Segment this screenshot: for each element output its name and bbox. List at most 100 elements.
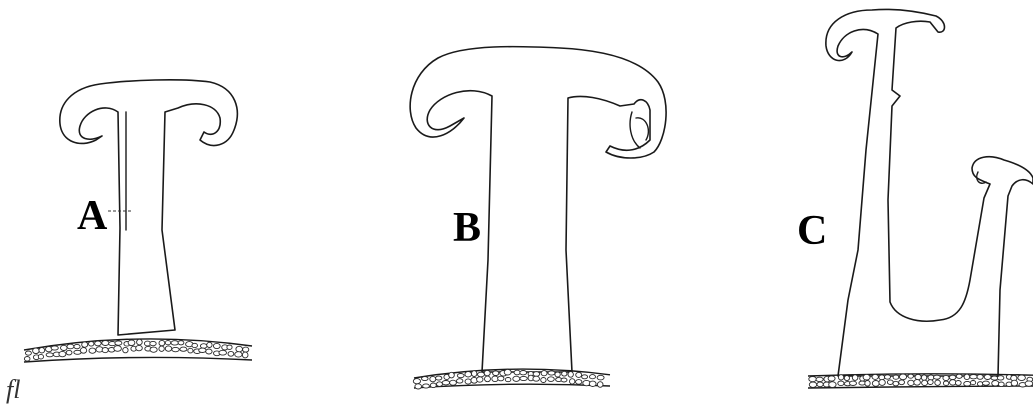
panel-b-substrate-cell bbox=[465, 372, 472, 377]
panel-b-substrate-cell bbox=[520, 371, 527, 375]
panel-b-substrate-cell bbox=[514, 370, 520, 375]
panel-c-substrate-cell bbox=[977, 375, 983, 380]
panel-a-substrate-cell bbox=[38, 354, 43, 359]
panel-b-substrate-cell bbox=[493, 371, 499, 376]
panel-b-substrate-cell bbox=[449, 372, 455, 378]
panel-c-substrate-cell bbox=[970, 375, 977, 379]
panel-c-substrate-cell bbox=[998, 382, 1004, 387]
panel-c-substrate-cell bbox=[893, 375, 899, 379]
panel-a-substrate-cell bbox=[82, 342, 88, 347]
panel-b-substrate-cell bbox=[450, 380, 457, 385]
panel-c-substrate-cell bbox=[809, 377, 817, 382]
panel-a-substrate-cell bbox=[159, 340, 165, 345]
panel-c-substrate-cell bbox=[955, 381, 961, 386]
panel-c-substrate-cell bbox=[922, 380, 928, 385]
panel-c-substrate-cell bbox=[865, 381, 870, 387]
panel-c-substrate-cell bbox=[1018, 375, 1026, 381]
panel-a-substrate-cell bbox=[137, 339, 143, 345]
panel-b-recurved-tip-detail bbox=[630, 112, 648, 148]
panel-a-substrate-cell bbox=[128, 340, 135, 346]
panel-c-substrate-cell bbox=[914, 380, 921, 386]
panel-b-substrate-cell bbox=[442, 381, 449, 385]
panel-b-substrate-cell bbox=[485, 376, 491, 382]
panel-a-substrate-cell bbox=[188, 348, 193, 353]
panel-b-substrate-cell bbox=[430, 376, 436, 381]
panel-a: A bbox=[24, 80, 252, 362]
panel-b-substrate-cell bbox=[484, 370, 490, 375]
panel-a-substrate-cell bbox=[192, 343, 198, 347]
panel-a-substrate-cell bbox=[123, 347, 128, 352]
panel-c-substrate-cell bbox=[971, 381, 976, 385]
panel-b-substrate-cell bbox=[437, 382, 443, 387]
panel-b-substrate-cell bbox=[533, 376, 540, 381]
panel-c-substrate-cell bbox=[934, 375, 941, 379]
panel-a-substrate-bottom-line bbox=[24, 357, 252, 362]
panel-c-substrate-cell bbox=[809, 382, 816, 387]
panel-a-substrate-cell bbox=[207, 342, 212, 347]
panel-a-substrate-cell bbox=[171, 341, 178, 345]
panel-a-substrate-cell bbox=[66, 350, 72, 355]
panel-a-substrate-cell bbox=[33, 348, 40, 354]
panel-b-substrate-cell bbox=[430, 383, 436, 388]
panel-c-substrate-cell bbox=[1025, 381, 1033, 386]
panel-b-substrate-cell bbox=[498, 376, 504, 381]
panel-b-substrate-cell bbox=[590, 375, 596, 379]
panel-c-substrate-cell bbox=[943, 375, 949, 380]
panel-a-substrate-cell bbox=[242, 352, 248, 358]
panel-b-substrate-cell bbox=[589, 381, 596, 386]
panel-a-substrate-cell bbox=[74, 344, 80, 348]
panel-a-substrate-cell bbox=[25, 351, 31, 355]
panel-c-substrate-cell bbox=[928, 380, 934, 385]
panel-b-substrate-cell bbox=[597, 375, 604, 380]
panel-b-substrate-cell bbox=[413, 379, 420, 384]
panel-a-substrate-cell bbox=[61, 345, 68, 350]
panel-c-substrate-cell bbox=[915, 374, 921, 379]
panel-a-substrate-cell bbox=[165, 346, 171, 351]
panel-c-substrate-cell bbox=[872, 381, 879, 387]
panel-b-substrate-cell bbox=[415, 384, 422, 389]
annotation-fl: fl bbox=[6, 375, 20, 404]
panel-a-substrate-cell bbox=[227, 345, 232, 349]
panel-a-substrate-cell bbox=[165, 341, 170, 345]
panel-b-substrate-cell bbox=[570, 379, 575, 384]
panel-c-substrate-cell bbox=[899, 374, 906, 380]
panel-a-substrate-cell bbox=[199, 348, 206, 352]
panel-a-substrate-cell bbox=[102, 348, 108, 353]
panel-b-substrate-cell bbox=[422, 377, 429, 381]
panel-b-substrate-cell bbox=[423, 384, 430, 388]
panel-b-substrate-cell bbox=[548, 377, 555, 382]
panel-c-substrate-cell bbox=[949, 375, 956, 379]
panel-b-substrate-cell bbox=[576, 372, 582, 377]
panel-a-substrate-cell bbox=[95, 341, 102, 346]
panel-c-label: C bbox=[797, 208, 827, 254]
panel-b-stalk-outline bbox=[410, 47, 666, 372]
panel-c-substrate-cell bbox=[908, 374, 913, 378]
panel-b-substrate-cell bbox=[436, 376, 442, 380]
panel-a-substrate-cell bbox=[59, 351, 66, 356]
panel-a-substrate-cell bbox=[228, 351, 234, 356]
panel-c-substrate-cell bbox=[829, 382, 836, 388]
panel-b-substrate-cell bbox=[555, 372, 560, 377]
panel-c-stalk-outline bbox=[826, 9, 1033, 376]
panel-c-substrate-cell bbox=[852, 375, 858, 381]
panel-a-substrate-cell bbox=[235, 352, 242, 357]
panel-a-label: A bbox=[77, 193, 108, 239]
panel-b-substrate-cell bbox=[541, 378, 546, 383]
panel-b: B bbox=[410, 47, 666, 389]
panel-a-substrate-cell bbox=[150, 341, 156, 345]
panel-c: C bbox=[797, 9, 1033, 388]
panel-b-substrate-cell bbox=[513, 376, 520, 381]
panel-c-substrate-cell bbox=[1011, 380, 1017, 386]
panel-c-substrate-cell bbox=[893, 381, 899, 386]
panel-c-substrate-cell bbox=[956, 374, 962, 378]
panel-a-substrate-cell bbox=[180, 347, 187, 351]
panel-c-cell-layer bbox=[808, 374, 1033, 388]
panel-a-substrate-cell bbox=[102, 341, 109, 346]
panel-a-substrate-cell bbox=[200, 344, 207, 349]
panel-a-substrate-cell bbox=[219, 350, 227, 355]
panel-c-substrate-cell bbox=[943, 381, 948, 385]
panel-c-substrate-cell bbox=[908, 380, 914, 385]
panel-a-substrate-cell bbox=[114, 346, 122, 352]
